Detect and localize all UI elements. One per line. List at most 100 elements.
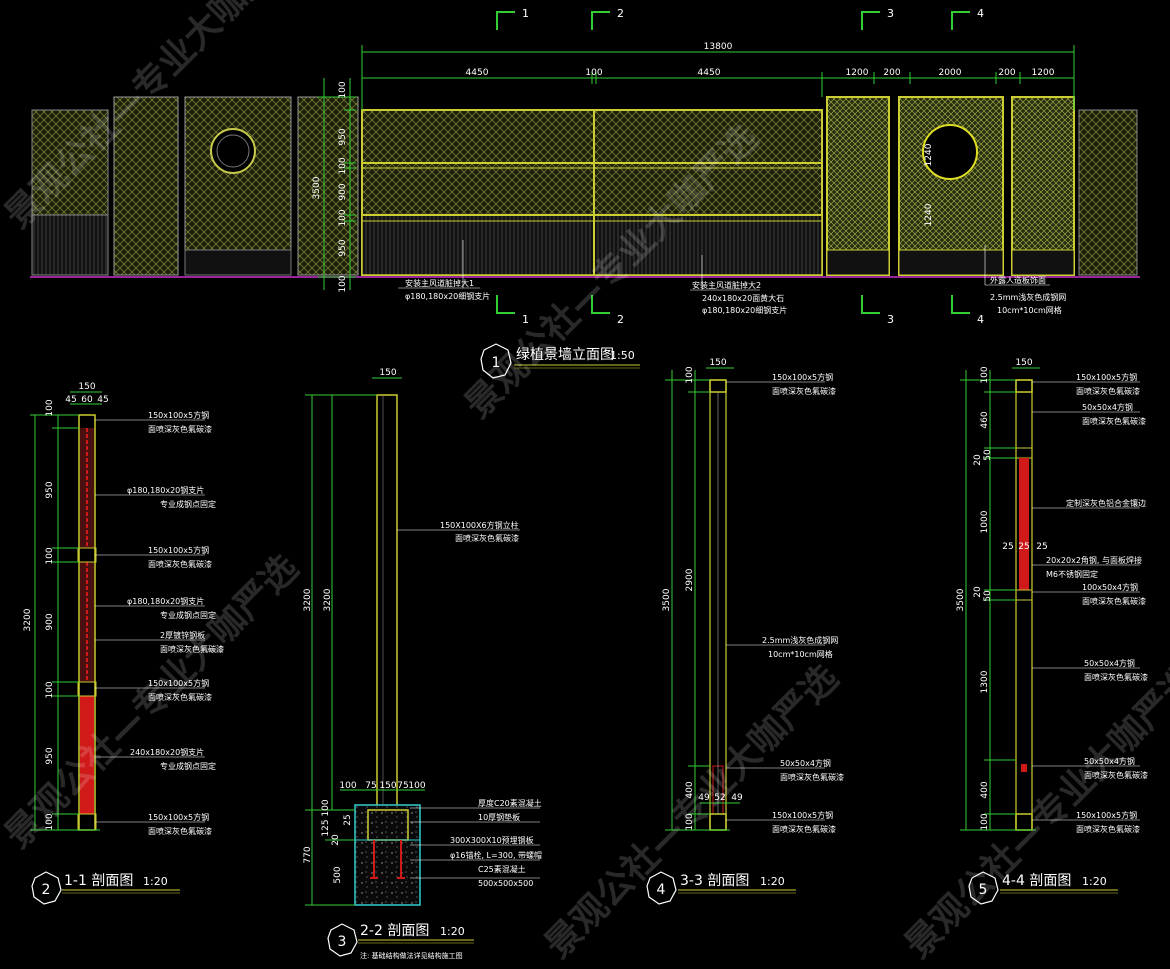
s33-bot-0: 49 bbox=[698, 793, 710, 803]
s22-v1: 125 bbox=[321, 819, 331, 836]
s11-title-block: 2 1-1 剖面图 1:20 bbox=[31, 871, 180, 905]
dim-f: 2000 bbox=[939, 68, 962, 78]
s11-w: 150 bbox=[78, 382, 95, 392]
s22-base-3: 75 bbox=[397, 781, 408, 791]
s44-title-block: 5 4-4 剖面图 1:20 bbox=[968, 871, 1118, 905]
s44-note-5: 20x20x2角钢, 与面板焊接 bbox=[1046, 555, 1142, 565]
s44-note-11: 50x50x4方钢 bbox=[1084, 756, 1135, 766]
s22-foundation bbox=[354, 804, 421, 906]
s44-note-1: 面喷深灰色氟碳漆 bbox=[1076, 386, 1140, 396]
s33-mid: 2900 bbox=[685, 568, 695, 591]
s44-note-8: 面喷深灰色氟碳漆 bbox=[1082, 596, 1146, 606]
s22-base-0: 100 bbox=[339, 781, 356, 791]
right-panel-1 bbox=[826, 96, 890, 276]
dim-d: 1200 bbox=[846, 68, 869, 78]
s44-title: 4-4 剖面图 bbox=[1002, 873, 1071, 889]
s11-v6: 100 bbox=[45, 813, 55, 830]
left-panel-3 bbox=[184, 96, 292, 276]
s11-note-8: 2厚镀锌钢板 bbox=[160, 630, 205, 640]
s11-v1: 950 bbox=[45, 481, 55, 498]
right-panel-2 bbox=[898, 96, 1004, 276]
s11-b: 60 bbox=[81, 395, 93, 405]
s22-note-5: φ16锚栓, L=300, 带螺帽 bbox=[450, 850, 542, 860]
elev-note-8: 10cm*10cm网格 bbox=[997, 305, 1062, 315]
s33-total: 3500 bbox=[662, 588, 672, 611]
s11-scale: 1:20 bbox=[143, 875, 168, 888]
watermark-3: 景观公社—专业大咖严选 bbox=[0, 547, 306, 856]
dim-h: 1200 bbox=[1032, 68, 1055, 78]
s22-v2: 25 bbox=[343, 814, 353, 825]
s44-note-12: 面喷深灰色氟碳漆 bbox=[1084, 770, 1148, 780]
s44-note-3: 面喷深灰色氟碳漆 bbox=[1082, 416, 1146, 426]
top-dimension-lines bbox=[361, 45, 1075, 110]
s11-number: 2 bbox=[42, 882, 51, 898]
s22-note-4: 300X300X10预埋钢板 bbox=[450, 835, 534, 845]
s22-scale: 1:20 bbox=[440, 925, 465, 938]
section-mark-1-top: 1 bbox=[522, 7, 529, 20]
section-mark-4-top: 4 bbox=[977, 7, 984, 20]
dim-overall: 13800 bbox=[704, 42, 733, 52]
s44-note-7: 100x50x4方钢 bbox=[1082, 582, 1138, 592]
s11-note-11: 面喷深灰色氟碳漆 bbox=[148, 692, 212, 702]
section-mark-2-top: 2 bbox=[617, 7, 624, 20]
s33-title-block: 4 3-3 剖面图 1:20 bbox=[646, 871, 796, 905]
elev-note-2: 240x180x20面黄大石 bbox=[702, 293, 784, 303]
s11-note-9: 面喷深灰色氟碳漆 bbox=[160, 644, 224, 654]
s22-number: 3 bbox=[338, 934, 347, 950]
elevation-title: 绿植景墙立面图 bbox=[516, 347, 614, 363]
s11-title: 1-1 剖面图 bbox=[64, 873, 133, 889]
s22-note-6: C25素混凝土 bbox=[478, 864, 526, 874]
s33-b: 400 bbox=[685, 781, 695, 798]
elev-note-3: φ180,180x20细钢支片 bbox=[405, 291, 490, 301]
s22-note-3: 10厚钢垫板 bbox=[478, 812, 520, 822]
s11-note-10: 150x100x5方钢 bbox=[148, 678, 209, 688]
s33-note-4: 50x50x4方钢 bbox=[780, 758, 831, 768]
s44-v7: 1300 bbox=[980, 670, 990, 693]
s11-note-6: φ180,180x20钢支片 bbox=[127, 596, 204, 606]
s44-note-9: 50x50x4方钢 bbox=[1084, 658, 1135, 668]
elev-note-6: 外露人造板饰面 bbox=[990, 275, 1046, 285]
elev-note-5: φ180,180x20细钢支片 bbox=[702, 305, 787, 315]
s11-note-15: 面喷深灰色氟碳漆 bbox=[148, 826, 212, 836]
elev-vdim-6: 950 bbox=[338, 239, 348, 256]
s33-bot-1: 52 bbox=[714, 793, 725, 803]
s11-note-2: φ180,180x20钢支片 bbox=[127, 485, 204, 495]
dim-a: 4450 bbox=[466, 68, 489, 78]
left-panel-2 bbox=[113, 96, 179, 276]
s22-title: 2-2 剖面图 bbox=[360, 923, 429, 939]
s22-subnote: 注: 基础结构做法详见结构施工图 bbox=[360, 951, 463, 960]
s44-note-14: 面喷深灰色氟碳漆 bbox=[1076, 824, 1140, 834]
elev-vdim-5: 100 bbox=[338, 209, 348, 226]
s22-v0: 100 bbox=[321, 799, 331, 816]
elev-vdim-total: 3500 bbox=[312, 176, 322, 199]
s44-v2: 20 bbox=[973, 454, 983, 466]
elev-note-1: 安装主风道脏掉大1 bbox=[405, 278, 474, 288]
s11-v2: 100 bbox=[45, 547, 55, 564]
left-panel-4 bbox=[297, 96, 359, 276]
s22-note-0: 150X100X6方钢立柱 bbox=[440, 520, 519, 530]
s11-note-13: 专业成钢点固定 bbox=[160, 761, 216, 771]
section-4-4: 150 3500 100 460 20 50 1000 20 50 1300 4… bbox=[956, 358, 1148, 905]
s33-a: 100 bbox=[685, 366, 695, 383]
elev-note-7: 2.5mm浅灰色成钢网 bbox=[990, 292, 1066, 302]
s11-note-4: 150x100x5方钢 bbox=[148, 545, 209, 555]
dim-b: 100 bbox=[585, 68, 602, 78]
s11-note-7: 专业成钢点固定 bbox=[160, 610, 216, 620]
s11-note-5: 面喷深灰色氟碳漆 bbox=[148, 559, 212, 569]
s33-note-2: 2.5mm浅灰色成钢网 bbox=[762, 635, 838, 645]
s11-v3: 900 bbox=[45, 613, 55, 630]
s22-height: 3200 bbox=[323, 588, 333, 611]
s44-v4: 1000 bbox=[980, 510, 990, 533]
s33-note-0: 150x100x5方钢 bbox=[772, 372, 833, 382]
s11-note-14: 150x100x5方钢 bbox=[148, 812, 209, 822]
s44-v9: 100 bbox=[980, 813, 990, 830]
s22-top: 150 bbox=[379, 368, 396, 378]
s44-small-2: 25 bbox=[1036, 542, 1047, 552]
s44-small-1: 25 bbox=[1018, 542, 1029, 552]
s22-v4: 770 bbox=[303, 846, 313, 863]
s11-note-12: 240x180x20钢支片 bbox=[130, 747, 204, 757]
s44-v0: 100 bbox=[980, 366, 990, 383]
s22-base-1: 75 bbox=[365, 781, 376, 791]
s33-title: 3-3 剖面图 bbox=[680, 873, 749, 889]
